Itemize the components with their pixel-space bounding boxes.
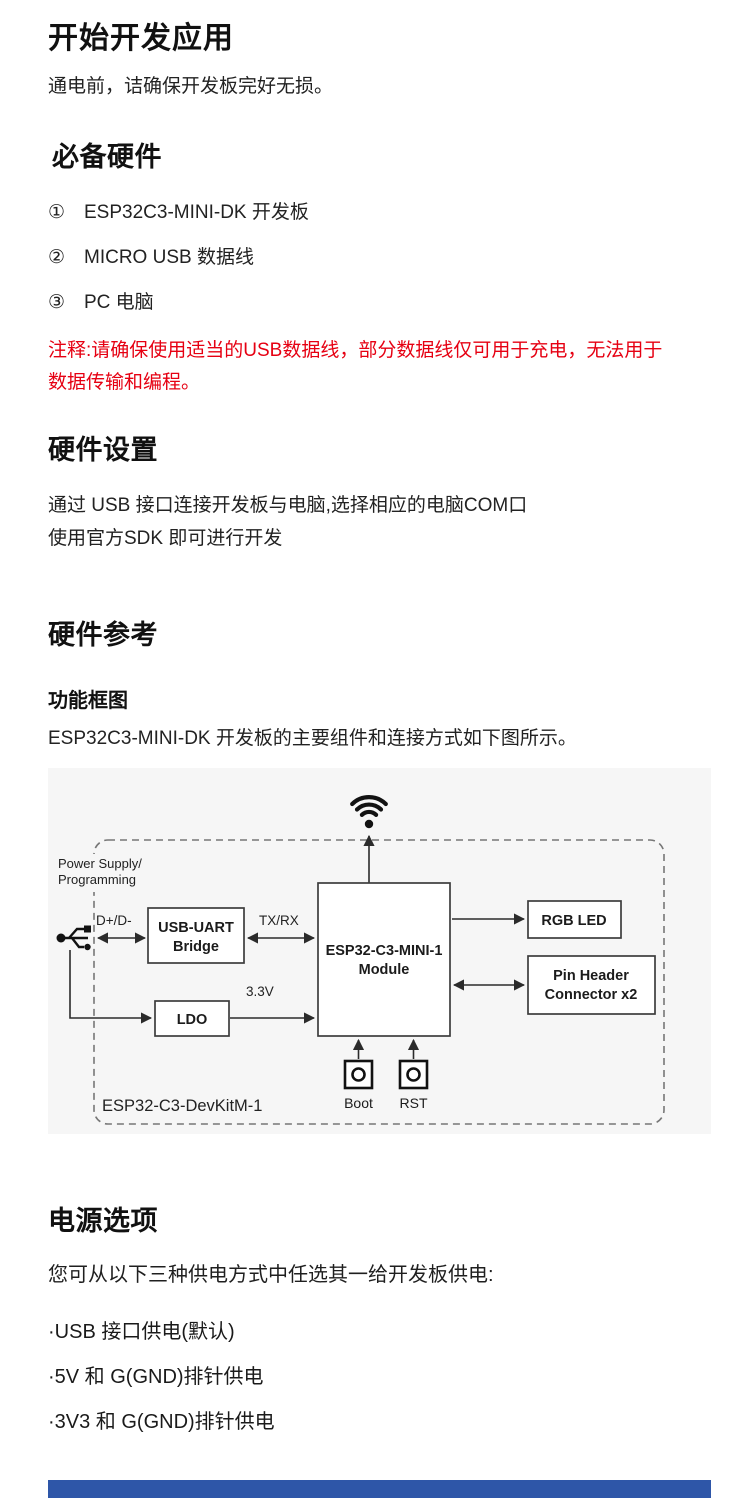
required-hardware-item: ③ PC 电脑 <box>48 290 731 316</box>
board-name-label: ESP32-C3-DevKitM-1 <box>102 1097 262 1115</box>
required-hardware-item: ① ESP32C3-MINI-DK 开发板 <box>48 200 731 226</box>
item-number: ① <box>48 202 66 223</box>
power-option-3v3: ·3V3 和 G(GND)排针供电 <box>48 1411 275 1433</box>
section-heading-hardware-reference: 硬件参考 <box>48 620 158 650</box>
boot-button <box>343 1059 374 1090</box>
power-label-bg <box>53 854 145 892</box>
board-outline <box>93 839 665 1125</box>
power-supply-label-line2: Programming <box>58 872 136 887</box>
pin-header-box <box>527 955 656 1015</box>
usb-uart-bridge-box <box>147 907 245 964</box>
function-block-diagram: Power Supply/ Programming D+/D- USB-UART… <box>48 768 711 1134</box>
power-option-usb: ·USB 接口供电(默认) <box>48 1321 235 1343</box>
ldo-label: LDO <box>177 1012 208 1028</box>
power-option-5v: ·5V 和 G(GND)排针供电 <box>48 1366 264 1388</box>
module-label-line1: ESP32-C3-MINI-1 <box>326 943 443 959</box>
usb-to-ldo-line <box>69 950 153 1024</box>
rgb-led-label: RGB LED <box>541 913 606 929</box>
dpdm-label: D+/D- <box>96 913 132 928</box>
section-heading-required-hardware: 必备硬件 <box>52 142 162 172</box>
setup-line-1: 通过 USB 接口连接开发板与电脑,选择相应的电脑COM口 <box>48 495 528 516</box>
power-options-intro: 您可从以下三种供电方式中任选其一给开发板供电: <box>48 1264 494 1286</box>
esp32-module-box <box>317 882 451 1037</box>
item-label: ESP32C3-MINI-DK 开发板 <box>84 202 309 223</box>
rgb-led-box <box>527 900 622 939</box>
module-label-line2: Module <box>359 962 410 978</box>
section-heading-power-options: 电源选项 <box>48 1206 158 1236</box>
subheading-function-block-diagram: 功能框图 <box>48 690 128 712</box>
section-heading-hardware-setup: 硬件设置 <box>48 435 158 465</box>
txrx-label: TX/RX <box>259 913 299 928</box>
usb-cable-note: 注释:请确保使用适当的USB数据线，部分数据线仅可用于充电，无法用于数据传输和编… <box>48 340 663 393</box>
pin-header-label-line2: Connector x2 <box>545 987 638 1003</box>
rst-button-dot <box>406 1067 421 1082</box>
item-number: ③ <box>48 292 66 313</box>
wifi-antenna-dot <box>364 819 374 829</box>
item-label: MICRO USB 数据线 <box>84 247 254 268</box>
usb-uart-label-line1: USB-UART <box>158 920 234 936</box>
boot-label: Boot <box>344 1095 373 1111</box>
required-hardware-item: ② MICRO USB 数据线 <box>48 245 731 271</box>
bottom-banner <box>48 1480 711 1498</box>
power-supply-label-line1: Power Supply/ <box>58 856 142 871</box>
pin-header-label-line1: Pin Header <box>553 968 629 984</box>
setup-line-2: 使用官方SDK 即可进行开发 <box>48 528 283 549</box>
usb-uart-label-line2: Bridge <box>173 939 219 955</box>
v33-label: 3.3V <box>246 984 274 999</box>
wifi-antenna-icon <box>350 795 388 817</box>
rst-button <box>398 1059 429 1090</box>
usb-connector-icon <box>56 925 91 951</box>
item-number: ② <box>48 247 66 268</box>
intro-text: 通电前，诘确保开发板完好无损。 <box>48 76 334 97</box>
item-label: PC 电脑 <box>84 292 154 313</box>
diagram-caption: ESP32C3-MINI-DK 开发板的主要组件和连接方式如下图所示。 <box>48 728 577 749</box>
block-diagram-svg: Power Supply/ Programming D+/D- USB-UART… <box>53 795 665 1125</box>
ldo-box <box>154 1000 230 1037</box>
required-hardware-list: ① ESP32C3-MINI-DK 开发板 ② MICRO USB 数据线 ③ PC … <box>48 200 731 316</box>
boot-button-dot <box>351 1067 366 1082</box>
hardware-setup-text: 通过 USB 接口连接开发板与电脑,选择相应的电脑COM口 使用官方SDK 即可… <box>48 489 731 555</box>
rst-label: RST <box>400 1095 428 1111</box>
page-title: 开始开发应用 <box>48 22 234 55</box>
